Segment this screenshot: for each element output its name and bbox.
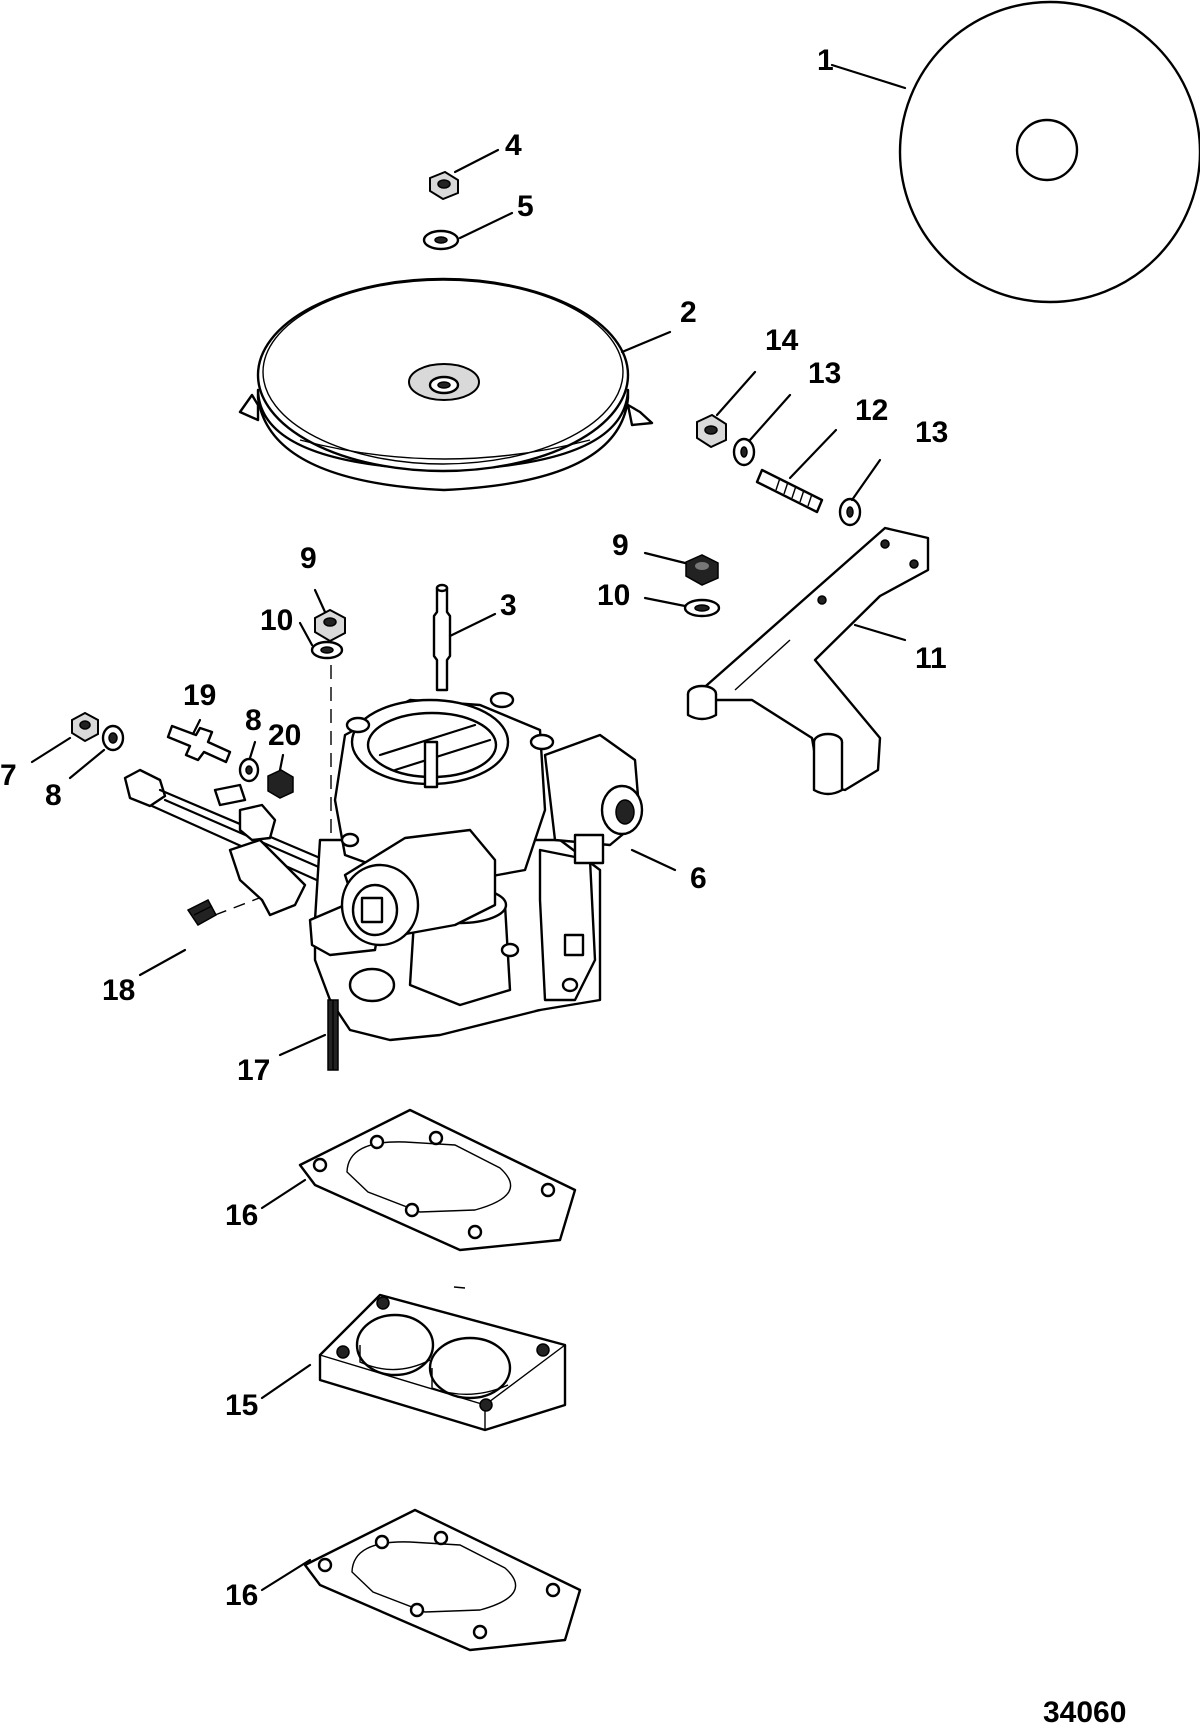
leader-lines (30, 63, 907, 1592)
part-1-filter-disc (898, 0, 1200, 304)
part-3-stud (432, 583, 452, 692)
callout-5: 5 (517, 190, 534, 223)
part-9-nut-right (685, 554, 719, 586)
callout-17: 17 (237, 1054, 270, 1087)
part-10-washer-right (683, 598, 721, 618)
callout-14: 14 (765, 324, 799, 357)
part-16-gasket-lower (303, 1508, 582, 1652)
part-13-washer-upper (732, 437, 756, 467)
callout-9-left: 9 (300, 542, 317, 575)
callout-16-upper: 16 (225, 1199, 258, 1232)
callout-18: 18 (102, 974, 135, 1007)
part-18-fitting (186, 899, 218, 926)
part-7-nut (71, 711, 99, 743)
part-10-washer-left (310, 640, 344, 660)
callout-8-left: 8 (45, 779, 62, 812)
callout-9-right: 9 (612, 529, 629, 562)
callout-16-lower: 16 (225, 1579, 258, 1612)
part-13-washer-lower (838, 497, 862, 527)
part-17-stud (327, 999, 339, 1071)
callout-13-upper: 13 (808, 357, 841, 390)
part-15-spacer (318, 1293, 567, 1432)
callout-15: 15 (225, 1389, 258, 1422)
callout-11: 11 (915, 642, 947, 675)
part-20-nut (267, 769, 294, 799)
callout-13-lower: 13 (915, 416, 948, 449)
callout-10-right: 10 (597, 579, 630, 612)
part-2-air-cleaner (238, 277, 654, 492)
part-9-nut-left (314, 608, 346, 643)
part-16-gasket-upper (298, 1108, 577, 1252)
callout-6: 6 (690, 862, 707, 895)
callout-3: 3 (500, 589, 517, 622)
callout-19: 19 (183, 679, 216, 712)
callout-20: 20 (268, 719, 301, 752)
part-19-stud (166, 724, 232, 764)
callout-1: 1 (817, 44, 834, 77)
part-6-carburetor (123, 691, 644, 1042)
part-11-bracket (686, 526, 930, 796)
callout-10-left: 10 (260, 604, 293, 637)
callout-4: 4 (505, 129, 522, 162)
part-8-washer-center (238, 757, 260, 783)
callout-8-center: 8 (245, 704, 262, 737)
part-8-washer-left (101, 724, 125, 752)
callout-labels: 1 2 3 4 5 6 7 8 8 9 9 10 10 11 12 13 13 … (0, 44, 1126, 1729)
callout-12: 12 (855, 394, 888, 427)
part-14-nut (696, 413, 727, 449)
part-12-stud (755, 468, 824, 514)
callout-2: 2 (680, 296, 697, 329)
callout-7: 7 (0, 759, 17, 792)
drawing-number: 34060 (1043, 1696, 1126, 1729)
part-4-nut (429, 170, 459, 201)
part-5-washer (422, 229, 460, 251)
